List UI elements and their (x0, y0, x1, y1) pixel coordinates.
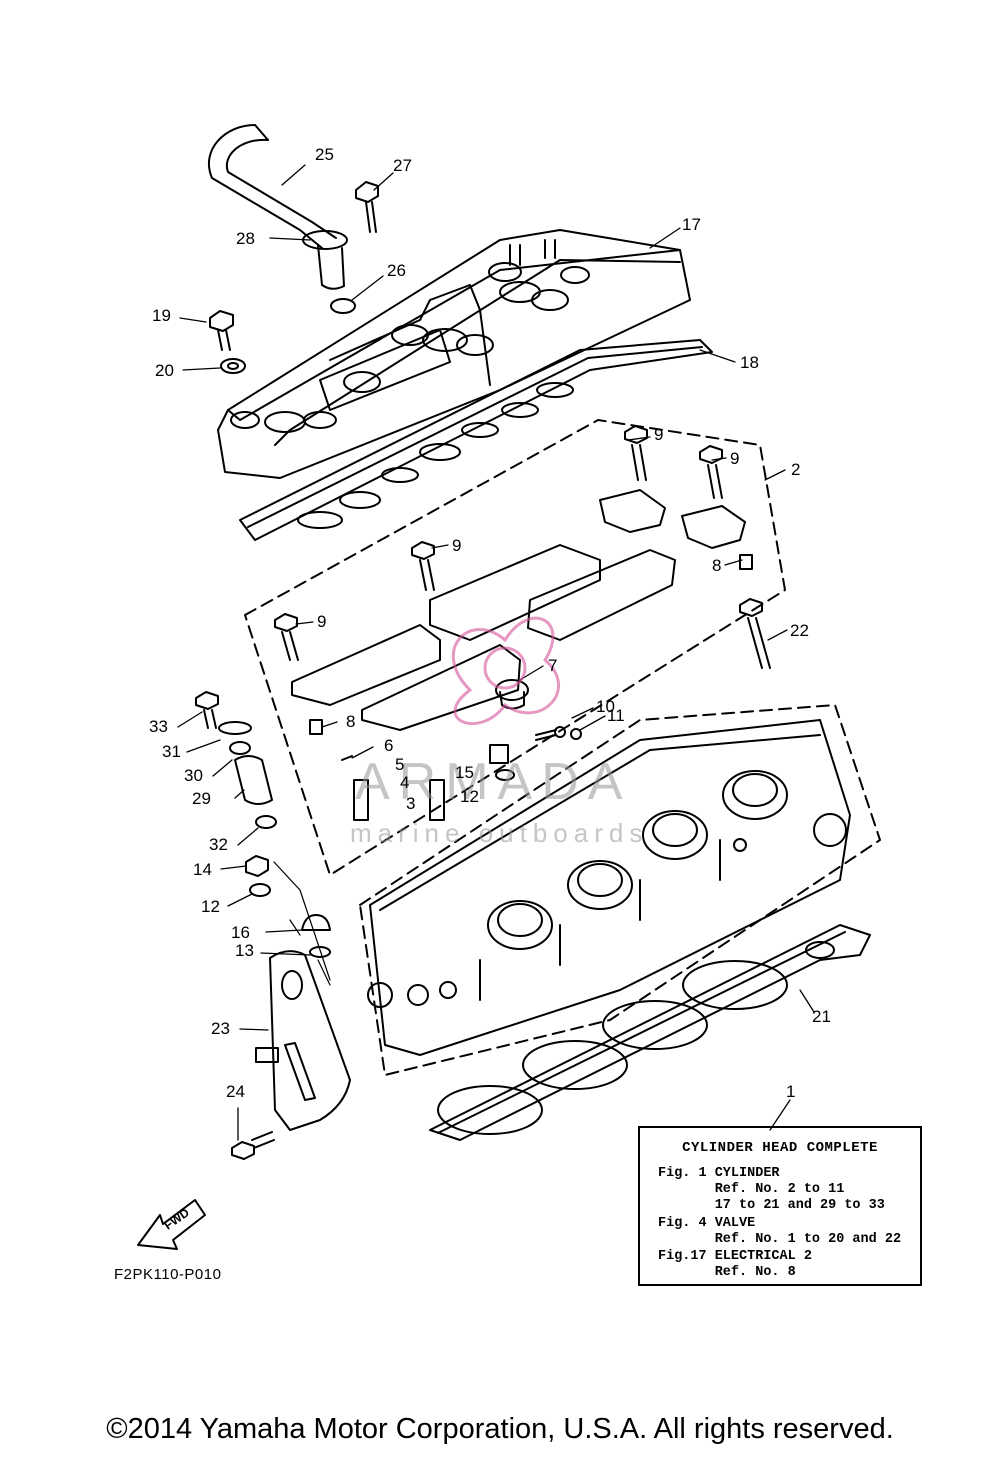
callout-13: 13 (235, 941, 254, 960)
callout-29: 29 (192, 789, 211, 808)
breather-hose (207, 124, 323, 249)
callout-1: 1 (786, 1082, 796, 1101)
callout-9c: 9 (452, 536, 462, 555)
callout-21: 21 (812, 1007, 831, 1026)
legend-line: Fig. 1 CYLINDER (658, 1166, 780, 1181)
callout-7: 7 (548, 656, 558, 675)
callout-27: 27 (393, 156, 412, 175)
callout-9a: 9 (654, 425, 664, 444)
callout-28: 28 (236, 229, 255, 248)
plug-7 (495, 679, 529, 701)
callout-25: 25 (315, 145, 334, 164)
callout-9d: 9 (317, 612, 327, 631)
callout-3: 3 (406, 794, 416, 813)
callout-10: 10 (596, 697, 615, 716)
bolt-33 (195, 691, 219, 710)
cylinder-head (369, 719, 851, 1056)
legend-line: Fig. 4 VALVE (658, 1216, 756, 1231)
head-gasket (429, 924, 871, 1141)
callout-22: 22 (790, 621, 809, 640)
assembly-outline-2 (244, 419, 786, 876)
callout-5: 5 (395, 755, 405, 774)
tab-23 (255, 1047, 279, 1063)
legend-line: Ref. No. 1 to 20 and 22 (658, 1232, 902, 1247)
washer-11 (570, 728, 582, 740)
cam-cap (599, 489, 666, 533)
bolt-27 (355, 181, 379, 203)
valve-seal-6 (341, 755, 353, 761)
callout-14: 14 (193, 860, 212, 879)
callout-26: 26 (387, 261, 406, 280)
callout-24: 24 (226, 1082, 245, 1101)
washer-13 (309, 946, 331, 958)
callout-12a: 12 (460, 787, 479, 806)
callout-30: 30 (184, 766, 203, 785)
bolt-24 (231, 1141, 255, 1160)
bolt-19 (209, 310, 234, 332)
grommet-20 (220, 358, 246, 374)
callout-18: 18 (740, 353, 759, 372)
legend-title: CYLINDER HEAD COMPLETE (682, 1140, 878, 1156)
callout-12b: 12 (201, 897, 220, 916)
legend-line: Ref. No. 2 to 11 (658, 1182, 845, 1197)
dowel-8a (739, 554, 753, 570)
cam-carrier-a (429, 544, 601, 641)
callout-11: 11 (607, 706, 625, 725)
bolt-9c (411, 541, 435, 560)
bolt-9b (699, 445, 723, 464)
callout-8a: 8 (712, 556, 722, 575)
legend-line: 17 to 21 and 29 to 33 (658, 1198, 885, 1213)
callout-31: 31 (162, 742, 181, 761)
cylinder-head-outline (359, 704, 881, 1076)
callout-6: 6 (384, 736, 394, 755)
cap-nut-16 (301, 914, 331, 931)
head-cover (217, 229, 691, 479)
callout-19: 19 (152, 306, 171, 325)
cam-carrier-b (291, 624, 441, 706)
washer-12 (249, 883, 271, 897)
copyright-notice: ©2014 Yamaha Motor Corporation, U.S.A. A… (106, 1413, 894, 1445)
plate-23 (269, 950, 351, 1131)
sleeve-29 (234, 755, 273, 805)
callout-32: 32 (209, 835, 228, 854)
legend-line: Ref. No. 8 (658, 1265, 796, 1280)
legend-box: CYLINDER HEAD COMPLETE Fig. 1 CYLINDER R… (638, 1126, 922, 1286)
callout-33: 33 (149, 717, 168, 736)
screw-10 (535, 729, 557, 741)
watermark-name: ARMADA (355, 753, 632, 811)
plate-31 (218, 721, 252, 735)
cover-gasket (239, 339, 713, 541)
nut-14 (245, 855, 269, 877)
callout-23: 23 (211, 1019, 230, 1038)
o-ring-26 (330, 298, 356, 314)
legend-line: Fig.17 ELECTRICAL 2 (658, 1249, 812, 1264)
callout-17: 17 (682, 215, 701, 234)
callout-8b: 8 (346, 712, 356, 731)
o-ring-32 (255, 815, 277, 829)
callout-4: 4 (400, 773, 410, 792)
dowel-8b (309, 719, 323, 735)
washer-30 (229, 741, 251, 755)
bolt-22 (739, 598, 763, 617)
callout-16: 16 (231, 923, 250, 942)
valve-guide-3 (353, 779, 369, 821)
watermark-logo (451, 616, 560, 726)
fwd-arrow (137, 1199, 206, 1250)
figure-code: F2PK110-P010 (114, 1266, 222, 1283)
callout-9b: 9 (730, 449, 740, 468)
callout-20: 20 (155, 361, 174, 380)
callout-2: 2 (791, 460, 801, 479)
watermark-subtitle: marine outboards (350, 818, 649, 848)
callout-15: 15 (455, 763, 474, 782)
bolt-9d (274, 613, 298, 632)
